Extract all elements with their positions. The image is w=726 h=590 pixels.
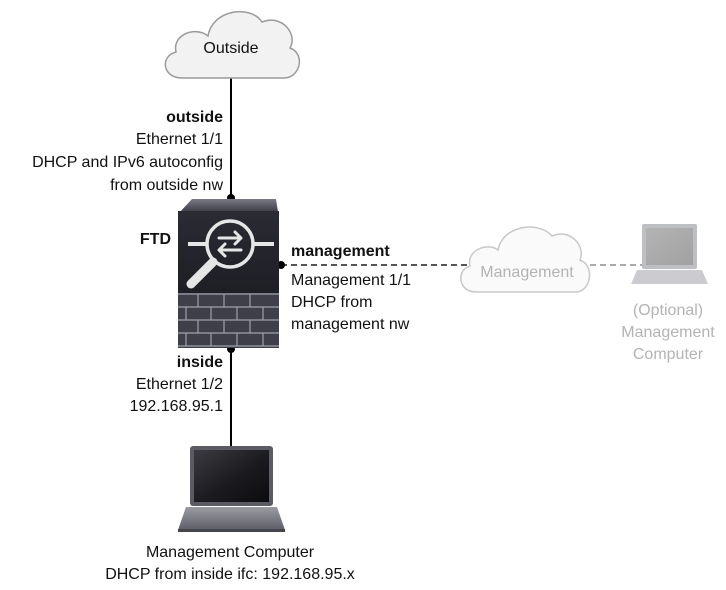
outside-iface-addr-line1: DHCP and IPv6 autoconfig bbox=[32, 154, 223, 171]
management-laptop-icon bbox=[178, 446, 285, 532]
optional-laptop-icon bbox=[631, 224, 708, 284]
management-iface-port: Management 1/1 bbox=[291, 272, 412, 289]
inside-iface-port: Ethernet 1/2 bbox=[135, 376, 223, 393]
outside-iface-addr-line2: from outside nw bbox=[110, 177, 223, 194]
cloud-outside-label: Outside bbox=[203, 40, 259, 57]
inside-iface-addr: 192.168.95.1 bbox=[129, 398, 223, 415]
cloud-outside-icon bbox=[164, 10, 301, 79]
cloud-management-label: Management bbox=[480, 264, 574, 281]
device-name: FTD bbox=[139, 231, 171, 248]
ftd-device-icon bbox=[178, 199, 279, 348]
management-computer-line1: Management Computer bbox=[145, 544, 315, 561]
management-iface-addr-line1: DHCP from bbox=[291, 294, 373, 311]
optional-computer-line1: (Optional) bbox=[632, 302, 704, 319]
management-computer-line2: DHCP from inside ifc: 192.168.95.x bbox=[105, 566, 355, 583]
optional-computer-line2: Management bbox=[621, 324, 715, 341]
management-iface-addr-line2: management nw bbox=[291, 316, 410, 333]
optional-computer-line3: Computer bbox=[632, 346, 704, 363]
management-iface-name: management bbox=[291, 243, 390, 260]
outside-iface-name: outside bbox=[166, 109, 223, 126]
cloud-management-icon bbox=[460, 226, 591, 293]
inside-iface-name: inside bbox=[176, 354, 223, 371]
outside-iface-port: Ethernet 1/1 bbox=[135, 131, 223, 148]
